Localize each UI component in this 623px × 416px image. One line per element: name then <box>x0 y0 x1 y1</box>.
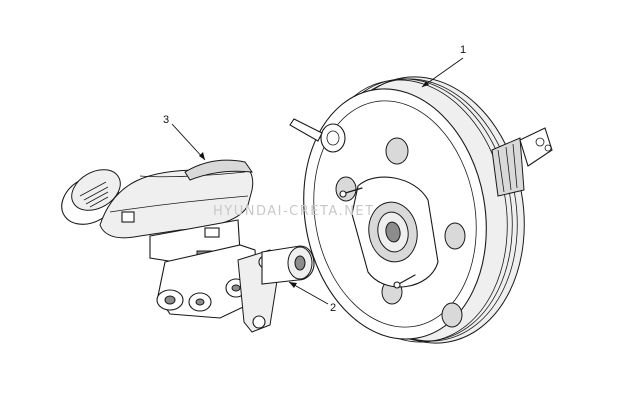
vacuum-nipple <box>289 118 323 142</box>
booster-dimple <box>335 176 357 202</box>
leader-line <box>421 57 464 88</box>
callout-2: 2 <box>288 281 336 314</box>
vacuum-port-flange <box>320 123 346 153</box>
reservoir-label-patch <box>121 211 135 223</box>
leader-arrowhead <box>199 152 205 160</box>
booster-dimple <box>385 137 409 165</box>
reservoir-filler-neck <box>184 159 254 181</box>
callout-label-reservoir: 3 <box>163 114 169 126</box>
brake-booster <box>289 76 553 344</box>
mounting-stud <box>339 190 347 198</box>
leader-line <box>171 123 206 161</box>
callout-1: 1 <box>421 44 466 88</box>
callout-label-master-cylinder: 2 <box>330 302 336 314</box>
leader-line <box>288 281 329 305</box>
master-cylinder <box>156 244 315 333</box>
pushrod-clevis <box>519 127 553 167</box>
callout-3: 3 <box>163 114 206 161</box>
booster-dimple <box>441 302 463 328</box>
leader-arrowhead <box>422 81 429 87</box>
watermark-text: HYUNDAI-CRETA.NET <box>213 204 375 219</box>
booster-dimple <box>444 222 466 250</box>
callout-label-booster: 1 <box>460 44 466 56</box>
level-sensor-connector <box>204 227 220 238</box>
leader-arrowhead <box>289 282 297 288</box>
mounting-stud <box>393 281 401 289</box>
